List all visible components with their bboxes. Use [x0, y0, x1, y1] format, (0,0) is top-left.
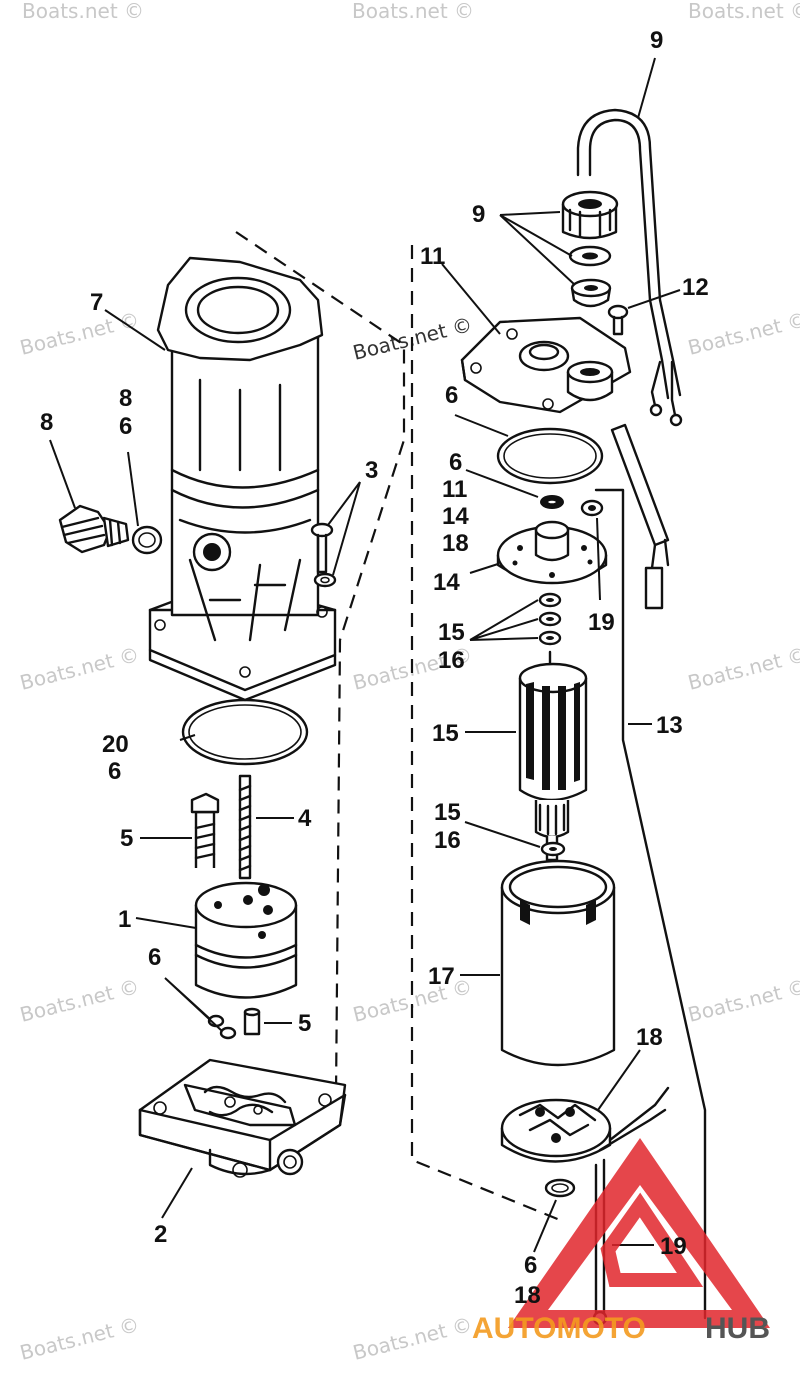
callout-label: 2 — [154, 1221, 167, 1248]
reservoir-housing — [148, 256, 337, 702]
housing-screw — [310, 522, 337, 588]
callout-label: 5 — [298, 1010, 311, 1037]
callout-label: 9 — [472, 201, 485, 228]
callout-label: 15 — [434, 799, 461, 826]
logo-text-automoto: AUTOMOTO — [472, 1312, 646, 1345]
pump-body — [194, 881, 298, 999]
callout-label: 6 — [524, 1252, 537, 1279]
callout-label: 19 — [660, 1233, 687, 1260]
callout-label: 19 — [588, 609, 615, 636]
callout-label: 5 — [120, 825, 133, 852]
watermark: Boats.net © — [17, 307, 141, 360]
brush-plate — [496, 520, 608, 585]
through-bolt — [594, 488, 707, 1320]
pump-o-ring — [181, 698, 309, 766]
fill-plug — [58, 504, 130, 554]
armature — [518, 650, 588, 862]
callout-label: 9 — [650, 27, 663, 54]
callout-label: 3 — [365, 457, 378, 484]
grommet-nut — [570, 278, 612, 308]
check-valve — [243, 1007, 261, 1036]
motor-end-head — [500, 1086, 670, 1326]
callout-label: 6 — [445, 382, 458, 409]
watermark: Boats.net © — [352, 0, 474, 23]
callout-label: 12 — [682, 274, 709, 301]
pump-bolt — [190, 792, 220, 868]
manifold-base — [138, 1058, 347, 1178]
watermark: Boats.net © — [688, 0, 800, 23]
callout-label: 8 — [40, 409, 53, 436]
callout-label: 14 — [442, 503, 469, 530]
stud — [238, 774, 252, 880]
assembly-line-center — [410, 245, 561, 1222]
callout-label: 6 — [449, 449, 462, 476]
callout-label: 13 — [656, 712, 683, 739]
callout-label: 18 — [442, 530, 469, 557]
callout-label: 15 — [432, 720, 459, 747]
motor-frame — [500, 859, 616, 1067]
automotohub-logo: AUTOMOTO HUB — [472, 1138, 770, 1345]
end-cap-o-ring — [496, 427, 604, 485]
watermarks: Boats.net © Boats.net © Boats.net © Boat… — [17, 0, 800, 1365]
callout-label: 1 — [118, 906, 131, 933]
end-washer — [544, 1178, 576, 1198]
watermark: Boats.net © — [350, 1312, 474, 1365]
plug-o-ring — [131, 525, 163, 555]
callout-label: 11 — [442, 476, 467, 503]
logo-text-hub: HUB — [705, 1312, 770, 1345]
callout-label: 6 — [108, 758, 121, 785]
watermark: Boats.net © — [17, 642, 141, 695]
callout-label: 11 — [420, 243, 445, 270]
end-cap-screw — [607, 304, 629, 336]
callout-label: 15 — [438, 619, 465, 646]
leader-lines — [49, 57, 681, 1253]
callout-labels: 9 9 11 12 7 8 8 6 3 6 6 11 14 18 14 19 1… — [40, 27, 709, 1309]
callout-label: 18 — [514, 1282, 541, 1309]
callout-label: 6 — [119, 413, 132, 440]
logo-triangle-icon — [508, 1138, 770, 1328]
motor-end-cap — [460, 316, 632, 414]
assembly-lines — [235, 231, 561, 1222]
watermark: Boats.net © — [685, 974, 800, 1027]
watermark: Boats.net © — [17, 1312, 141, 1365]
callout-label: 16 — [434, 827, 461, 854]
callout-label: 7 — [90, 289, 103, 316]
grommet — [561, 190, 619, 240]
callout-label: 14 — [433, 569, 460, 596]
watermark: Boats.net © — [17, 974, 141, 1027]
small-o-ring — [219, 1026, 237, 1040]
callout-label: 20 — [102, 731, 129, 758]
callout-label: 6 — [148, 944, 161, 971]
watermark: Boats.net © — [685, 307, 800, 360]
watermark: Boats.net © — [22, 0, 144, 23]
callout-label: 18 — [636, 1024, 663, 1051]
watermark: Boats.net © — [685, 642, 800, 695]
callout-label: 4 — [298, 805, 312, 832]
callout-label: 17 — [428, 963, 455, 990]
callout-label: 8 — [119, 385, 132, 412]
wire-harness — [576, 108, 683, 610]
callout-label: 16 — [438, 647, 465, 674]
